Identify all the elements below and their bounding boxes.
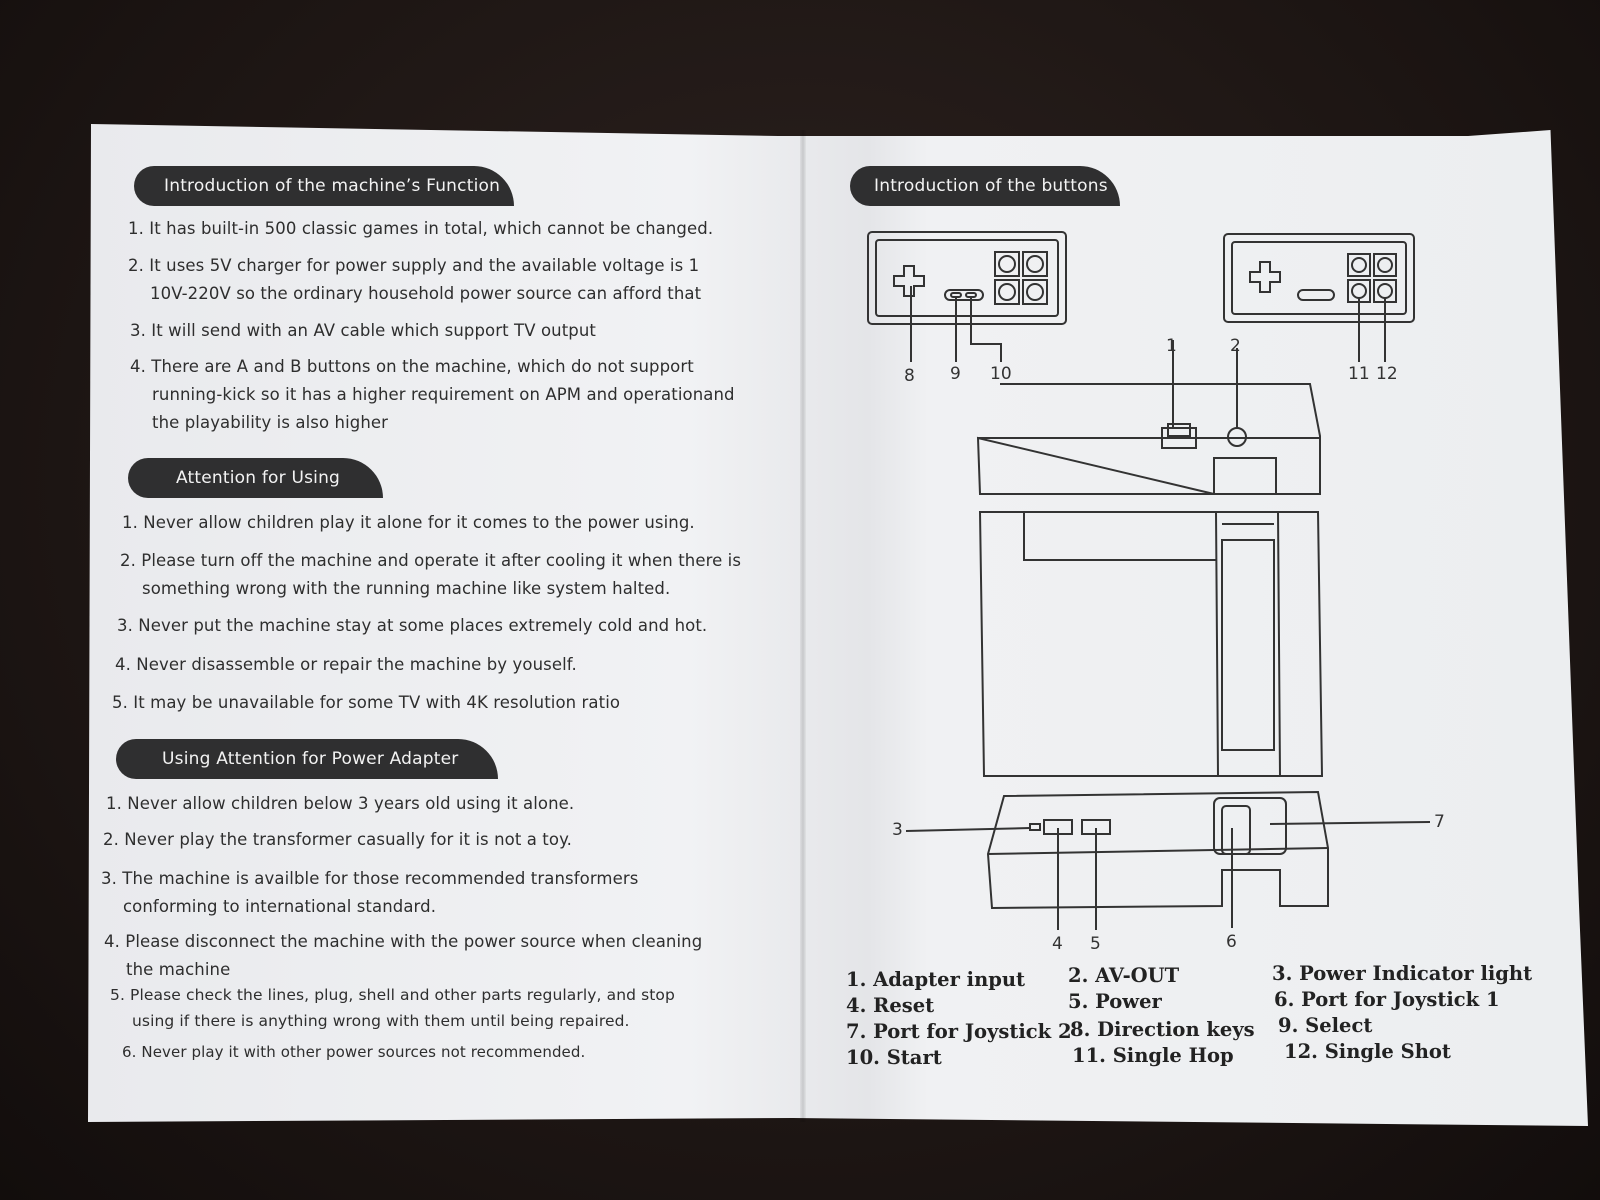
instruction-sheet xyxy=(88,124,1588,1126)
function-item-4: 4. There are A and B buttons on the mach… xyxy=(130,357,735,432)
legend-7: 7. Port for Joystick 2 xyxy=(846,1020,1072,1043)
section-title-function: Introduction of the machine’s Function xyxy=(134,166,514,206)
legend-6: 6. Port for Joystick 1 xyxy=(1274,988,1500,1011)
callout-1: 1 xyxy=(1166,336,1177,356)
dpad-icon xyxy=(893,265,925,297)
controller-2-drawing xyxy=(1223,233,1415,362)
controller-1-drawing xyxy=(867,231,1067,362)
legend-11: 11. Single Hop xyxy=(1072,1044,1234,1067)
legend-9: 9. Select xyxy=(1278,1014,1373,1037)
dpad-icon xyxy=(1249,261,1281,293)
callout-4: 4 xyxy=(1052,934,1063,954)
console-top-drawing xyxy=(978,511,1324,777)
adapter-item-3: 3. The machine is availble for those rec… xyxy=(101,869,639,916)
legend-12: 12. Single Shot xyxy=(1284,1040,1451,1063)
callout-9: 9 xyxy=(950,364,961,384)
section-title-attention: Attention for Using xyxy=(128,458,383,498)
section-title-power-adapter: Using Attention for Power Adapter xyxy=(116,739,498,779)
callout-3: 3 xyxy=(892,820,903,840)
attention-item-3: 3. Never put the machine stay at some pl… xyxy=(117,616,708,635)
attention-item-2: 2. Please turn off the machine and opera… xyxy=(120,551,742,598)
attention-item-5: 5. It may be unavailable for some TV wit… xyxy=(112,693,621,712)
callout-8: 8 xyxy=(904,366,915,386)
legend-4: 4. Reset xyxy=(846,994,935,1017)
console-front-drawing xyxy=(905,790,1431,930)
function-item-3: 3. It will send with an AV cable which s… xyxy=(130,321,596,340)
callout-2: 2 xyxy=(1230,336,1241,356)
legend-10: 10. Start xyxy=(846,1046,942,1069)
attention-item-1: 1. Never allow children play it alone fo… xyxy=(122,513,695,532)
function-item-1: 1. It has built-in 500 classic games in … xyxy=(128,219,714,238)
callout-6: 6 xyxy=(1226,932,1237,952)
callout-10: 10 xyxy=(990,364,1012,384)
legend-3: 3. Power Indicator light xyxy=(1272,962,1533,985)
callout-7: 7 xyxy=(1434,812,1445,832)
attention-item-4: 4. Never disassemble or repair the machi… xyxy=(115,655,577,674)
legend-1: 1. Adapter input xyxy=(846,968,1026,991)
callout-11: 11 xyxy=(1348,364,1370,384)
paper-fold xyxy=(800,130,806,1122)
callout-5: 5 xyxy=(1090,934,1101,954)
legend-5: 5. Power xyxy=(1068,990,1162,1013)
adapter-item-6: 6. Never play it with other power source… xyxy=(122,1043,586,1061)
adapter-item-1: 1. Never allow children below 3 years ol… xyxy=(106,794,575,813)
adapter-item-2: 2. Never play the transformer casually f… xyxy=(103,830,572,849)
adapter-item-4: 4. Please disconnect the machine with th… xyxy=(104,932,703,979)
legend-8: 8. Direction keys xyxy=(1070,1018,1255,1041)
legend-2: 2. AV-OUT xyxy=(1068,964,1180,987)
console-back-drawing xyxy=(976,340,1321,495)
function-item-2: 2. It uses 5V charger for power supply a… xyxy=(128,256,702,303)
callout-12: 12 xyxy=(1376,364,1398,384)
section-title-buttons: Introduction of the buttons xyxy=(850,166,1120,206)
adapter-item-5: 5. Please check the lines, plug, shell a… xyxy=(110,986,675,1030)
